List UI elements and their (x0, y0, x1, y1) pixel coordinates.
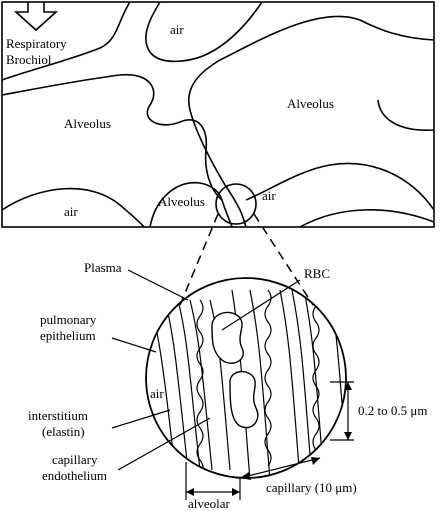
leader-lines (111, 269, 301, 471)
label-epithelium: epithelium (40, 328, 96, 343)
label-air-bottom-left: air (64, 204, 78, 219)
rbc-cell-upper (211, 311, 244, 364)
label-capillary: capillary (52, 452, 98, 467)
label-alveolus-right: Alveolus (287, 96, 334, 111)
label-membrane-thickness: 0.2 to 0.5 μm (358, 403, 427, 418)
dimension-markers (185, 381, 354, 500)
label-alveolar: alveolar (188, 496, 231, 511)
label-air-top: air (170, 22, 184, 37)
label-air-inner: air (150, 386, 164, 401)
airflow-arrow-icon (13, 2, 59, 32)
magnify-line-left (179, 213, 219, 306)
label-pulmonary: pulmonary (40, 312, 97, 327)
label-alveolus-left: Alveolus (64, 116, 111, 131)
label-respiratory: Respiratory (6, 36, 67, 51)
alveoli-panel-frame (1, 1, 435, 228)
label-rbc: RBC (304, 266, 330, 281)
label-endothelium: endothelium (42, 468, 107, 483)
magnify-line-right (253, 213, 314, 306)
label-brochiol: Brochiol (6, 52, 52, 67)
label-air-right: air (262, 188, 276, 203)
label-alveolus-bottom: Alveolus (158, 194, 205, 209)
label-capillary-width: capillary (10 μm) (266, 480, 357, 495)
label-elastin: (elastin) (42, 424, 85, 439)
rbc-cell-lower (229, 371, 259, 429)
airway-walls (1, 1, 435, 228)
label-interstitium: interstitium (28, 408, 88, 423)
label-plasma: Plasma (84, 260, 122, 275)
zoom-region-circle (215, 183, 257, 225)
